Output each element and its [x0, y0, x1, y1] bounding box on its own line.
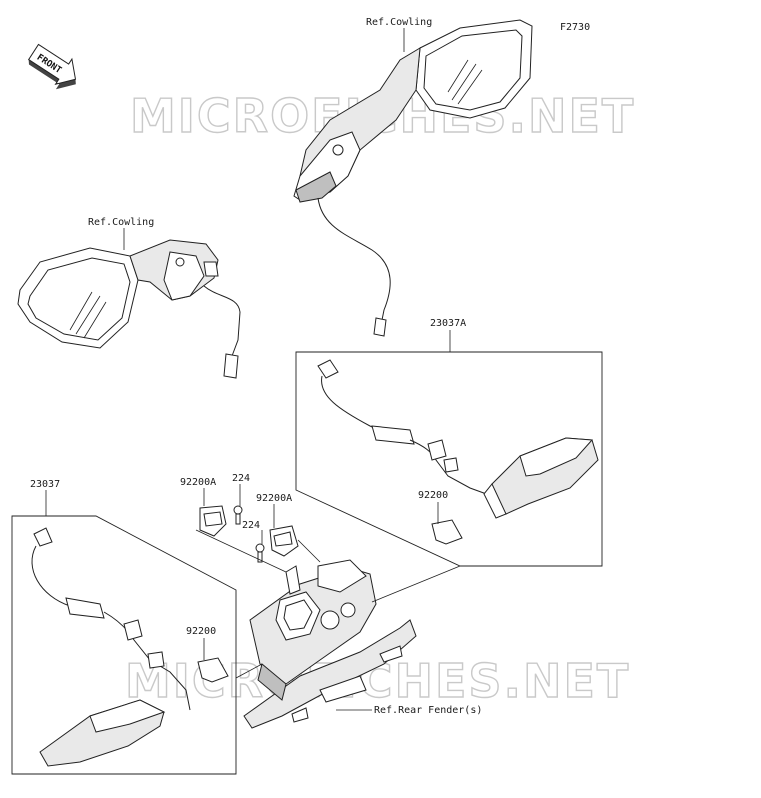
mirror-right: [293, 19, 533, 337]
bolt-224-1: [233, 505, 243, 525]
bracket-92200A-2: [269, 525, 299, 557]
mirror-left: [17, 239, 241, 379]
part-224-2-label: 224: [242, 520, 260, 531]
turn-signal-left: [31, 527, 191, 767]
part-92200A-1-label: 92200A: [180, 477, 216, 488]
part-224-1-label: 224: [232, 473, 250, 484]
signal-bracket-assembly: [243, 559, 417, 729]
part-23037-label: 23037: [30, 479, 60, 490]
bracket-92200A-1: [199, 505, 227, 537]
part-92200-left-label: 92200: [186, 626, 216, 637]
box-23037A: [295, 351, 603, 567]
grommet-left: [197, 657, 229, 683]
bolt-224-2: [255, 543, 265, 563]
part-92200-right-label: 92200: [418, 490, 448, 501]
turn-signal-right: [317, 359, 599, 519]
part-23037A-label: 23037A: [430, 318, 466, 329]
box-23037: [11, 515, 237, 775]
ref-cowling-left-label: Ref.Cowling: [88, 217, 154, 228]
front-direction-badge: FRONT: [27, 43, 77, 90]
figure-code: F2730: [560, 22, 590, 33]
ref-cowling-top-label: Ref.Cowling: [366, 17, 432, 28]
part-92200A-2-label: 92200A: [256, 493, 292, 504]
grommet-right: [431, 519, 463, 545]
ref-rear-fender-label: Ref.Rear Fender(s): [374, 705, 482, 716]
